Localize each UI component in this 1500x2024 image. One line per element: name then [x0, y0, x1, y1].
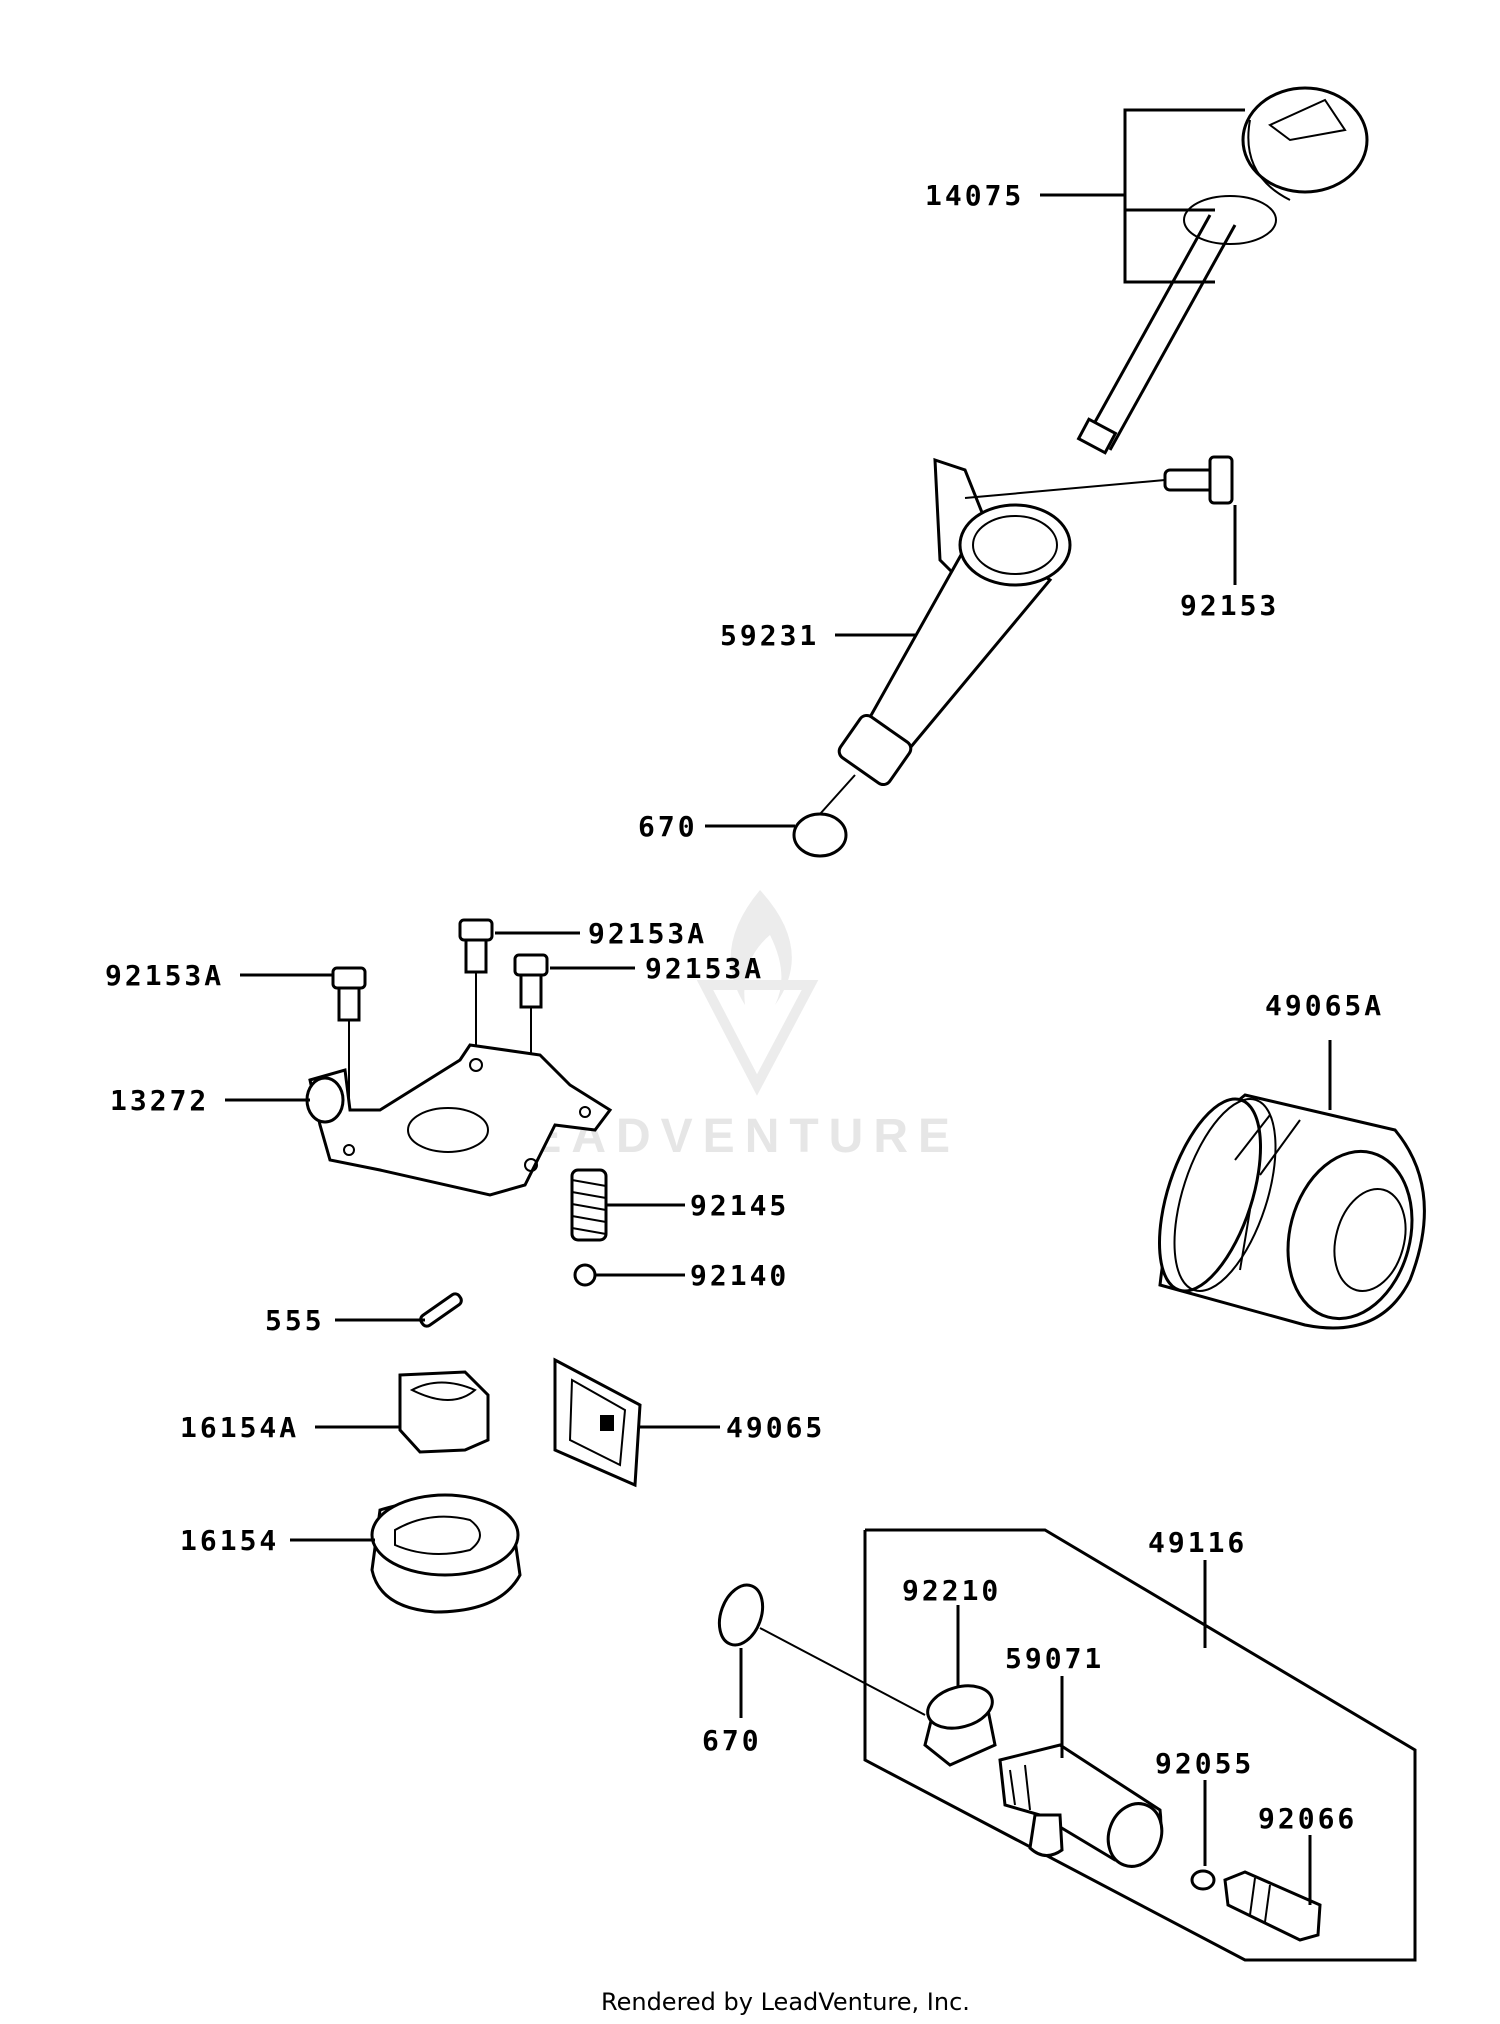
install-line-670-bottom: [759, 1627, 926, 1716]
bolt-92153: [1163, 455, 1234, 505]
callout-13272: 13272: [110, 1084, 209, 1117]
bracket-14075: [1123, 108, 1245, 284]
callout-92145: 92145: [690, 1189, 789, 1222]
filler-tube-59231: [837, 457, 1072, 787]
callout-49065A: 49065A: [1265, 989, 1384, 1022]
nut-92210: [923, 1684, 997, 1767]
plate-13272: [305, 1043, 613, 1197]
footer-credit: Rendered by LeadVenture, Inc.: [601, 1988, 970, 2016]
inner-rotor-16154A: [398, 1370, 490, 1454]
callout-59231: 59231: [720, 619, 819, 652]
callout-92153: 92153: [1180, 589, 1279, 622]
plug-92066: [1223, 1870, 1322, 1942]
install-line-92153: [964, 479, 1166, 499]
bracket-49116: [863, 1528, 1417, 1962]
oil-filter-49065A: [1157, 1093, 1426, 1330]
callout-670-top: 670: [638, 810, 698, 843]
ball-92140: [573, 1263, 597, 1287]
callout-670-bottom: 670: [702, 1724, 762, 1757]
callout-555: 555: [265, 1304, 325, 1337]
bolt-92153A-middle: [458, 918, 494, 974]
outer-rotor-16154: [370, 1493, 522, 1614]
callout-59071: 59071: [1005, 1642, 1104, 1675]
fitting-59071: [998, 1743, 1164, 1868]
o-ring-92055: [1190, 1869, 1216, 1891]
callout-92140: 92140: [690, 1259, 789, 1292]
o-ring-670-top: [792, 812, 848, 858]
bolt-92153A-right: [513, 953, 549, 1009]
callout-92153A-middle: 92153A: [588, 917, 707, 950]
callout-16154: 16154: [180, 1524, 279, 1557]
o-ring-670-bottom: [717, 1583, 765, 1647]
spring-92145: [570, 1168, 608, 1242]
bolt-92153A-left: [331, 966, 367, 1022]
callout-49065: 49065: [726, 1411, 825, 1444]
callout-92210: 92210: [902, 1574, 1001, 1607]
screen-49065: [553, 1357, 642, 1488]
dipstick-14075: [1076, 86, 1369, 455]
callout-14075: 14075: [925, 179, 1024, 212]
callout-49116: 49116: [1148, 1526, 1247, 1559]
install-line-670-top: [819, 774, 856, 815]
callout-92153A-right: 92153A: [645, 952, 764, 985]
callout-92153A-left: 92153A: [105, 959, 224, 992]
callout-92066: 92066: [1258, 1802, 1357, 1835]
pin-555: [419, 1292, 463, 1328]
callout-16154A: 16154A: [180, 1411, 299, 1444]
callout-92055: 92055: [1155, 1747, 1254, 1780]
